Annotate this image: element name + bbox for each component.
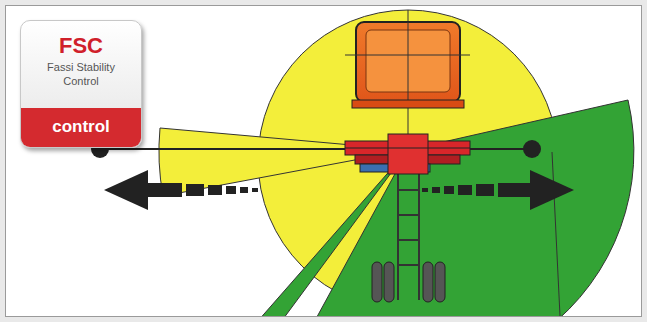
reach-line [552, 152, 560, 316]
crane [345, 134, 470, 174]
axis-line [408, 10, 409, 135]
wheels [372, 262, 445, 302]
logo-subtitle: Fassi Stability Control [21, 61, 141, 97]
green-wedge [250, 150, 408, 316]
green-zone [300, 100, 634, 316]
left-arrow [104, 170, 258, 210]
right-arrow [422, 170, 574, 210]
truck-cab [345, 22, 470, 108]
load-dot [523, 140, 541, 158]
logo-badge: FSCFassi Stability Control control [20, 20, 142, 148]
logo-title: FSC [21, 21, 141, 61]
logo-band-text: control [21, 108, 141, 147]
chassis-ladder [398, 160, 419, 300]
